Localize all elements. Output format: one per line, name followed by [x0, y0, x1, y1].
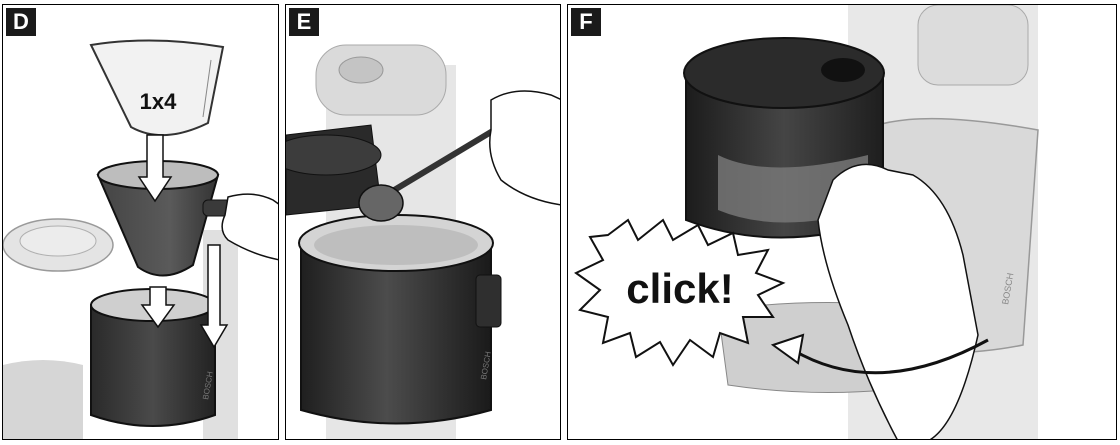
- panel-d: D BOSCH 1x4: [2, 4, 279, 440]
- carafe: [300, 244, 492, 425]
- spoon-bowl: [358, 184, 404, 222]
- carafe: [90, 304, 216, 427]
- step-label-d: D: [6, 8, 36, 36]
- lid-inner: [19, 225, 97, 257]
- lid-top: [286, 134, 382, 176]
- panel-f: F BOSCH click!: [567, 4, 1117, 440]
- carafe-handle: [475, 274, 502, 328]
- machine-base: [3, 360, 83, 439]
- arrow-down-2: [140, 286, 176, 329]
- measuring-scoop: [89, 39, 225, 136]
- illustration-add-coffee: BOSCH 1x4: [3, 39, 278, 439]
- hand: [817, 163, 979, 439]
- illustration-stir-water: BOSCH: [286, 44, 560, 439]
- scoop-scale: [202, 59, 212, 118]
- step-label-f: F: [571, 8, 601, 36]
- hand: [221, 193, 278, 261]
- filter-holder-lid: [683, 37, 885, 109]
- hand: [489, 90, 560, 206]
- rotate-arrow-curve: [792, 338, 989, 375]
- arrow-down-1: [137, 134, 173, 203]
- scoop-amount: 1x4: [140, 89, 177, 114]
- filter-holder: [96, 174, 220, 277]
- filter-holder-opening: [821, 58, 865, 82]
- carafe-water: [314, 225, 478, 265]
- machine-top-hole: [338, 56, 384, 84]
- arrow-down-3: [199, 244, 229, 349]
- machine-top: [917, 5, 1029, 86]
- machine-top: [315, 44, 447, 116]
- rotate-arrow-head: [770, 333, 805, 365]
- panel-e: E BOSCH: [285, 4, 561, 440]
- click-burst: [574, 218, 786, 367]
- click-text: click!: [626, 265, 733, 312]
- illustration-insert-filter: BOSCH click!: [574, 5, 1039, 439]
- step-label-e: E: [289, 8, 319, 36]
